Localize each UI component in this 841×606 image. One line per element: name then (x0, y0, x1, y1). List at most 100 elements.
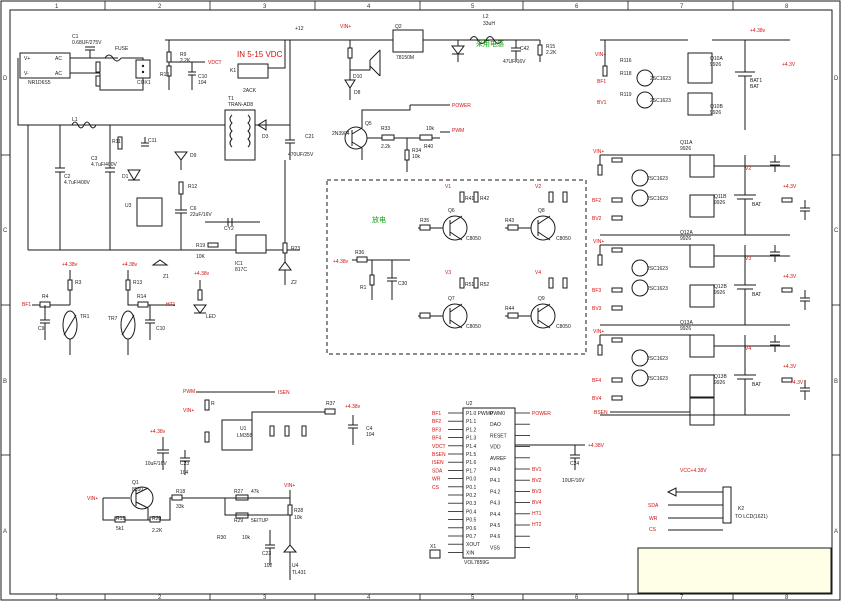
led-label: LED (206, 314, 216, 320)
discharge-vcc: +4.38v (333, 259, 349, 265)
q5-label: Q5 (365, 121, 372, 127)
q2-regulator (392, 29, 424, 53)
r28-label: R28 (294, 508, 303, 514)
c11-label: C11 (148, 138, 157, 144)
r42-label: R42 (480, 196, 489, 202)
r14-label: R14 (137, 294, 146, 300)
r34-label: R34 (412, 148, 421, 154)
c1-label: C1 (72, 34, 79, 40)
svg-text:AC: AC (55, 56, 62, 62)
q1-label: Q1 (132, 480, 139, 486)
svg-text:10uF/16V: 10uF/16V (145, 461, 167, 467)
r20-value: 2.2K (152, 528, 163, 534)
k1-label: K1 (230, 68, 236, 74)
c23b-value: 104 (180, 470, 189, 476)
cell-qa-mosfet (689, 154, 715, 178)
rt1-net: BF1 (22, 302, 31, 308)
c1-value: 0.68UF/275V (72, 40, 102, 46)
cell-bf: BF3 (592, 288, 601, 294)
col-4: 4 (367, 4, 371, 10)
r9-value: 2.2K (180, 58, 191, 64)
transformer-section: T1 TRAN-AD8 D3 C21 470UF/25V R11 C11 D1 … (112, 40, 314, 286)
k1-jack (237, 63, 269, 79)
r9-label: R9 (180, 52, 187, 58)
cell-2sc1623: 2SC1623 (647, 176, 668, 182)
u2-left-pin: P1.3 (466, 436, 477, 442)
discharge-section: 放电 Q6 C8050 V1 R41 R42 R35 Q8 C8050 V2 R… (326, 179, 587, 355)
u2-right-pin: P4.6 (490, 534, 501, 540)
r40-value: 10k (426, 126, 435, 132)
cell-qa-mosfet (689, 244, 715, 268)
q9-value: C8050 (556, 324, 571, 330)
title-block (637, 547, 832, 594)
cell-bv: BV4 (592, 396, 602, 402)
col-3-bottom: 3 (263, 595, 267, 601)
u2-right-net: BV3 (532, 489, 542, 495)
k2-connector: VCC+4.38V K2 TO LCD(1621) SDA WR CS (648, 468, 768, 533)
c30-label: C30 (398, 281, 407, 287)
d3-label: D3 (262, 134, 269, 140)
c24-label: C24 (570, 461, 579, 467)
u2-left-pin: P1.1 (466, 419, 477, 425)
r40-label: R40 (424, 144, 433, 150)
u2-value: VOL7859G (464, 560, 489, 566)
cell-vin: VIN+ (593, 239, 604, 245)
r3-label: R3 (75, 280, 82, 286)
u2-left-pin: P0.3 (466, 501, 477, 507)
cell-vin: VIN+ (593, 329, 604, 335)
row-c-right: C (834, 228, 839, 234)
row-b: B (3, 379, 7, 385)
u1b-label: U1 (240, 426, 247, 432)
r18-value: 33k (176, 504, 185, 510)
u2-right-net: POWER (532, 411, 551, 417)
lm358-vcc: +4.38v (345, 404, 361, 410)
bat-bv1: BV1 (597, 100, 607, 106)
led-vcc: +4.38v (194, 271, 210, 277)
regulator-section: Q2 78150M L2 33uH 采用电感 C42 47UF/16V R15 … (344, 14, 557, 100)
r20-label: R20 (152, 516, 161, 522)
svg-text:R118: R118 (620, 71, 632, 77)
u2-left-pin: P0.4 (466, 509, 477, 515)
lm358-vin: VIN+ (183, 408, 194, 414)
u2-left-pin: P0.7 (466, 534, 477, 540)
tr7-label: TR7 (108, 316, 118, 322)
input-voltage-label: IN 5-15 VDC (237, 50, 283, 59)
c2-label: C2 (64, 174, 71, 180)
r19b-label: R19 (116, 516, 125, 522)
r27-label: R27 (234, 489, 243, 495)
cell-4v3: +4.3V (783, 364, 797, 370)
row-b-right: B (834, 379, 838, 385)
p12-rail-label: +12 (295, 26, 304, 32)
cy2-label: CY2 (224, 226, 234, 232)
col-2: 2 (158, 4, 162, 10)
svg-text:R37: R37 (326, 401, 335, 407)
col-1-bottom: 1 (55, 595, 59, 601)
col-6-bottom: 6 (575, 595, 579, 601)
q5-driver: 2N3904 Q5 R33 2.2k 10k R40 PWM POWER R34… (332, 103, 471, 172)
cell-qa-label: Q11A (680, 140, 693, 146)
q6-v1-net: V1 (445, 184, 451, 190)
q10b-value: 9926 (710, 110, 721, 116)
u2-right-pin: PWM0 (490, 411, 505, 417)
svg-text:AC: AC (55, 71, 62, 77)
c21-value: 470UF/25V (288, 152, 314, 158)
u2-body (462, 407, 516, 559)
svg-text:R: R (211, 401, 215, 407)
u2-left-net: BF4 (432, 436, 441, 442)
u2-left-pin: P0.2 (466, 493, 477, 499)
c6-label: C6 (190, 206, 197, 212)
u3-ic (136, 197, 163, 227)
l2-label: L2 (483, 14, 489, 20)
q7-v3-net: V3 (445, 270, 451, 276)
u2-left-pin: XOUT (466, 542, 480, 548)
cell-v: V4 (745, 346, 751, 352)
k2-sda: SDA (648, 503, 659, 509)
u2-right-pin: P4.2 (490, 489, 501, 495)
r15-label: R15 (546, 44, 555, 50)
c10b-label: C10 (156, 326, 165, 332)
t1-label: T1 (228, 96, 234, 102)
q2-value: 78150M (396, 55, 414, 61)
cell-qb-label: Q12B (714, 284, 727, 290)
u4-value: TL431 (292, 570, 306, 576)
